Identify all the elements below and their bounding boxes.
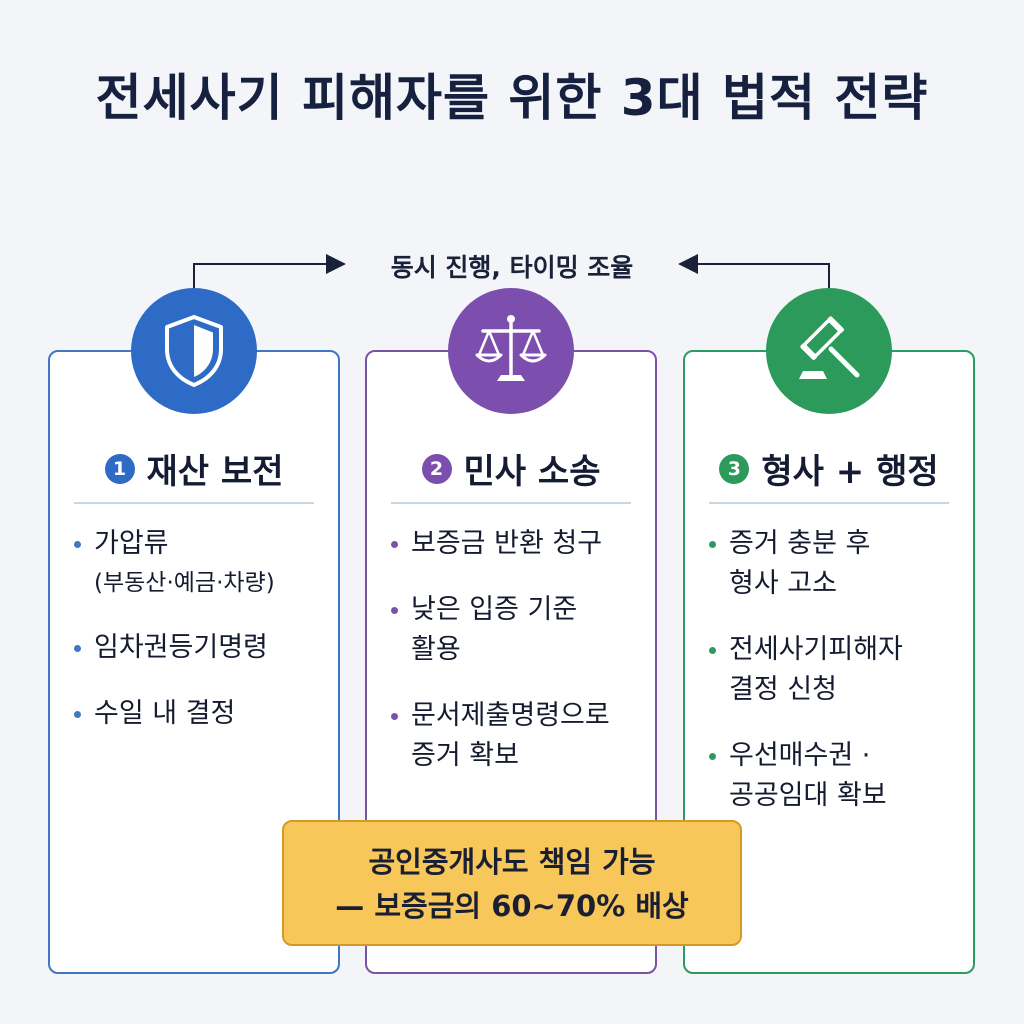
card-number-badge: 2 xyxy=(421,453,452,484)
list-item: 임차권등기명령 xyxy=(72,628,328,668)
list-item: 증거 충분 후 형사 고소 xyxy=(707,524,963,604)
callout-line-2: — 보증금의 60~70% 배상 xyxy=(335,889,689,923)
card-number-badge: 1 xyxy=(104,453,135,484)
card-header: 2 민사 소송 xyxy=(367,444,655,493)
card-title: 재산 보전 xyxy=(146,452,284,492)
callout-line-1: 공인중개사도 책임 가능 xyxy=(368,845,656,879)
card-divider xyxy=(391,502,631,504)
list-item: 우선매수권 · 공공임대 확보 xyxy=(707,736,963,816)
card-header: 1 재산 보전 xyxy=(50,444,338,493)
broker-liability-callout: 공인중개사도 책임 가능 — 보증금의 60~70% 배상 xyxy=(282,820,742,946)
card-number-badge: 3 xyxy=(719,453,750,484)
list-item: 가압류 (부동산·예금·차량) xyxy=(72,524,328,602)
list-item: 전세사기피해자 결정 신청 xyxy=(707,630,963,710)
shield-icon-badge xyxy=(131,288,257,414)
gavel-icon-badge xyxy=(766,288,892,414)
scales-icon-badge xyxy=(448,288,574,414)
card-item-list: 증거 충분 후 형사 고소 전세사기피해자 결정 신청 우선매수권 · 공공임대… xyxy=(707,524,963,842)
list-item: 수일 내 결정 xyxy=(72,694,328,734)
connector-label: 동시 진행, 타이밍 조율 xyxy=(390,253,634,282)
connector-right-arrow xyxy=(678,254,830,290)
card-item-list: 가압류 (부동산·예금·차량) 임차권등기명령 수일 내 결정 xyxy=(72,524,328,760)
card-header: 3 형사 + 행정 xyxy=(685,444,973,493)
page-title: 전세사기 피해자를 위한 3대 법적 전략 xyxy=(95,69,929,127)
shield-icon xyxy=(165,315,223,387)
connector-arrows xyxy=(193,254,830,290)
scales-icon xyxy=(475,315,547,381)
card-item-list: 보증금 반환 청구 낮은 입증 기준 활용 문서제출명령으로 증거 확보 xyxy=(389,524,645,802)
list-item: 낮은 입증 기준 활용 xyxy=(389,590,645,670)
list-item: 보증금 반환 청구 xyxy=(389,524,645,564)
gavel-icon xyxy=(799,316,860,379)
card-divider xyxy=(709,502,949,504)
card-divider xyxy=(74,502,314,504)
list-item: 문서제출명령으로 증거 확보 xyxy=(389,696,645,776)
card-title: 민사 소송 xyxy=(463,452,601,492)
card-title: 형사 + 행정 xyxy=(761,452,939,492)
connector-left-arrow xyxy=(193,254,346,290)
